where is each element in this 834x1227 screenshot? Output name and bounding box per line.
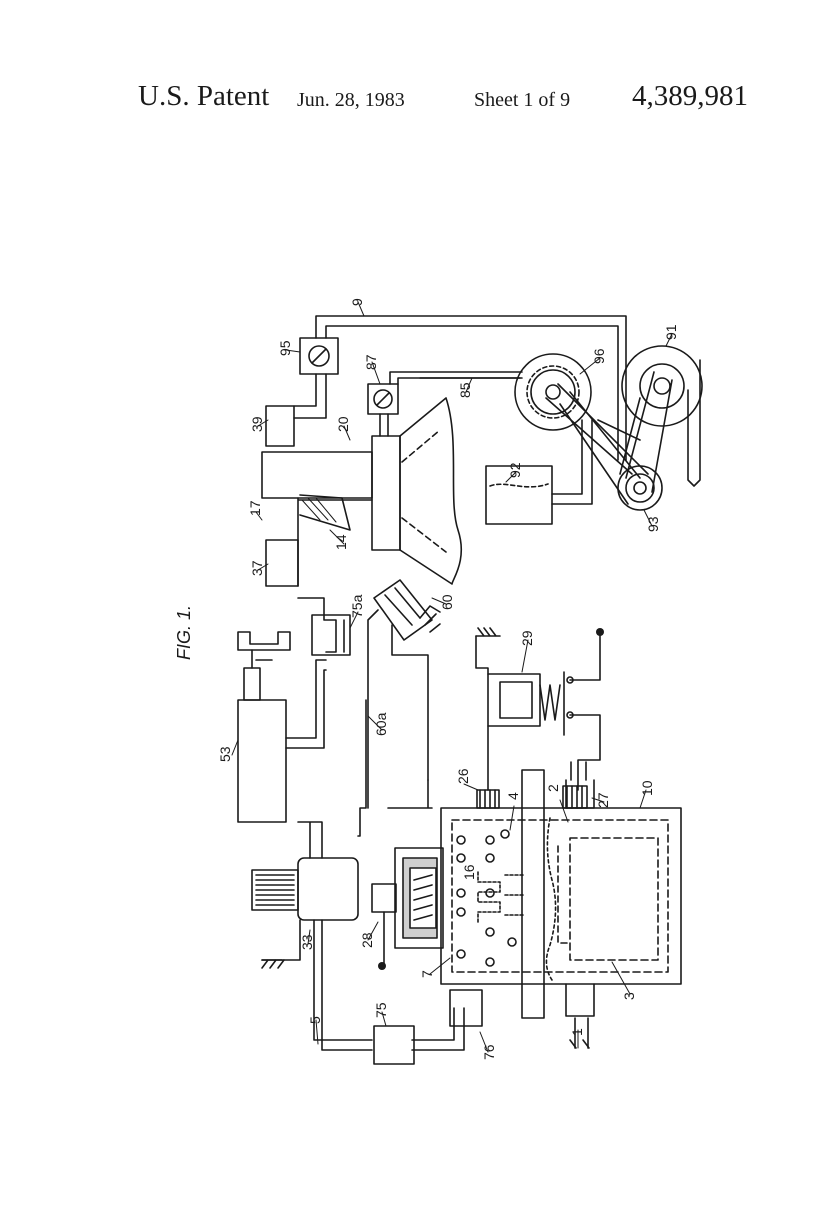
belts [545,371,673,505]
patent-title: U.S. Patent [138,80,270,112]
label-96: 96 [591,348,607,364]
block-39 [265,405,295,447]
block-37 [265,539,299,587]
label-5: 5 [307,1016,323,1024]
hopper-20 [261,397,463,587]
label-91: 91 [663,324,679,340]
label-75: 75 [373,1002,389,1018]
label-37: 37 [249,560,265,576]
label-33: 33 [299,934,315,950]
solenoid-28 [371,847,444,967]
page-header: U.S. Patent Jun. 28, 1983 Sheet 1 of 9 4… [0,0,834,140]
label-76: 76 [481,1044,497,1060]
unit-33 [251,857,359,969]
valve-87 [367,371,523,437]
block-76 [449,989,483,1027]
label-60a: 60a [373,712,389,736]
label-9: 9 [349,298,365,306]
figure-caption: FIG. 1. [174,605,194,660]
nut-26 [476,789,500,809]
label-17: 17 [247,500,263,516]
label-95: 95 [277,340,293,356]
label-29: 29 [519,630,535,646]
patent-date: Jun. 28, 1983 [297,89,405,111]
label-10: 10 [639,780,655,796]
valve-95 [293,315,627,461]
label-7: 7 [419,970,435,978]
label-92: 92 [507,462,523,478]
leader-lines [231,301,673,1053]
label-14: 14 [333,534,349,550]
main-shaft [521,761,595,1049]
nut-27 [562,785,588,809]
solenoid-29 [475,627,601,791]
label-16: 16 [461,864,477,880]
pulley-91 [621,345,703,487]
label-75a: 75a [349,594,365,618]
patent-number: 4,389,981 [632,80,748,112]
unit-53 [237,631,291,823]
label-87: 87 [363,354,379,370]
label-26: 26 [455,768,471,784]
label-60: 60 [439,594,455,610]
label-2: 2 [545,784,561,792]
sheet-indicator: Sheet 1 of 9 [474,89,571,111]
valve-75a [311,614,351,656]
machine-housing [440,807,682,985]
terminal-dot [378,962,386,970]
label-1: 1 [569,1028,585,1036]
label-39: 39 [249,416,265,432]
nozzle-60 [367,579,441,809]
label-53: 53 [217,746,233,762]
valve-75 [373,1025,415,1065]
label-3: 3 [621,992,637,1000]
tank-92 [485,419,593,525]
label-4: 4 [505,792,521,800]
label-93: 93 [645,516,661,532]
pulley-96 [514,353,592,431]
label-85: 85 [457,382,473,398]
label-27: 27 [595,792,611,808]
label-28: 28 [359,932,375,948]
label-20: 20 [335,416,351,432]
pipes [285,597,465,1051]
